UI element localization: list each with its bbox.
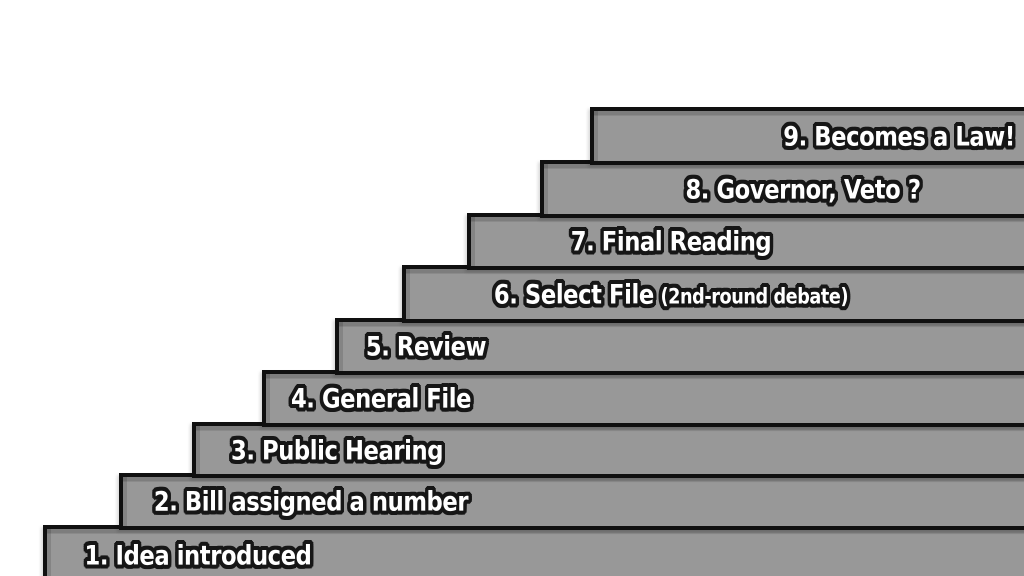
step-label-text: 8. Governor, Veto ? (685, 174, 921, 206)
step-label: 8. Governor, Veto ? (685, 174, 921, 206)
step-9: 9. Becomes a Law! (590, 107, 1024, 165)
step-2: 2. Bill assigned a number (119, 473, 1024, 530)
step-label-text: 4. General File (290, 383, 472, 415)
step-label: 6. Select File(2nd-round debate) (493, 279, 849, 311)
step-7: 7. Final Reading (467, 213, 1024, 270)
step-label-text: 1. Idea introduced (84, 540, 312, 572)
step-4: 4. General File (262, 370, 1024, 427)
step-label: 7. Final Reading (571, 227, 772, 258)
step-label: 3. Public Hearing (231, 435, 443, 466)
step-6: 6. Select File(2nd-round debate) (402, 265, 1024, 323)
step-label-text: 9. Becomes a Law! (783, 121, 1015, 153)
step-label: 4. General File (290, 383, 472, 415)
step-label-text: 2. Bill assigned a number (153, 486, 469, 518)
step-label: 5. Review (365, 331, 487, 363)
step-label: 2. Bill assigned a number (153, 486, 469, 518)
step-3: 3. Public Hearing (192, 422, 1024, 478)
step-label: 9. Becomes a Law! (783, 122, 1015, 153)
step-label-text: 5. Review (365, 331, 487, 363)
step-label-text: 6. Select File (493, 279, 654, 311)
step-8: 8. Governor, Veto ? (540, 160, 1024, 218)
step-note: (2nd-round debate) (660, 284, 849, 309)
step-label-text: 7. Final Reading (570, 226, 772, 258)
step-5: 5. Review (335, 318, 1024, 375)
step-1: 1. Idea introduced (43, 525, 1024, 576)
step-label: 1. Idea introduced (85, 541, 312, 572)
step-label-text: 3. Public Hearing (230, 435, 444, 467)
